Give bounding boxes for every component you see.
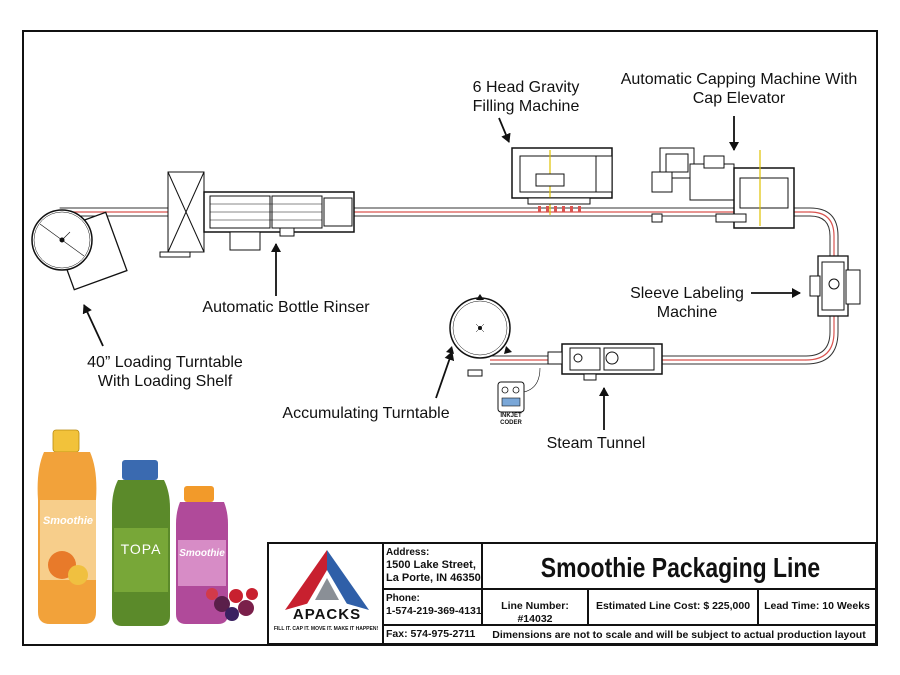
capping-machine-label-line1: Automatic Capping Machine With <box>620 71 858 88</box>
bottle-rinser-drawing <box>159 171 355 258</box>
accumulating-turntable-label-line1: Accumulating Turntable <box>282 405 450 422</box>
filling-machine-label: 6 Head Gravity Filling Machine <box>450 78 602 116</box>
lead-time: Lead Time: 10 Weeks <box>764 600 870 612</box>
address-label: Address: <box>386 547 430 558</box>
callout-arrows <box>82 116 801 430</box>
bottle-green <box>112 460 170 626</box>
sleeve-labeler-drawing <box>809 255 861 317</box>
sleeve-labeling-label-line2: Machine <box>656 304 718 321</box>
title-block: APACKS FILL IT. CAP IT. MOVE IT. MAKE IT… <box>267 542 877 645</box>
company-tagline: FILL IT. CAP IT. MOVE IT. MAKE IT HAPPEN… <box>273 626 379 632</box>
loading-turntable-label: 40” Loading Turntable With Loading Shelf <box>72 353 258 391</box>
drawing-border <box>22 30 878 646</box>
inkjet-coder-label-line1: INKJET <box>500 413 522 419</box>
bottle-rinser-label: Automatic Bottle Rinser <box>186 298 386 317</box>
sleeve-labeling-label: Sleeve Labeling Machine <box>620 284 754 322</box>
loading-turntable-label-line2: With Loading Shelf <box>97 373 233 390</box>
accumulating-turntable-label: Accumulating Turntable <box>268 404 464 423</box>
capping-machine-label-line2: Cap Elevator <box>692 90 786 107</box>
capping-machine-drawing <box>651 147 795 229</box>
company-name: APACKS <box>292 606 362 623</box>
steam-tunnel-drawing <box>547 343 663 381</box>
phone-label: Phone: <box>386 593 420 604</box>
apacks-logo <box>285 550 369 610</box>
sleeve-labeling-label-line1: Sleeve Labeling <box>630 285 744 302</box>
phone-number: 1-574-219-369-4131 <box>386 605 482 617</box>
inkjet-coder-drawing <box>497 367 541 413</box>
fax-number: Fax: 574-975-2711 <box>386 628 476 640</box>
bottle-orange <box>37 429 97 624</box>
capping-machine-label: Automatic Capping Machine With Cap Eleva… <box>604 70 874 108</box>
loading-turntable-drawing <box>31 209 128 291</box>
bottle-2-label: TOPA <box>120 541 162 557</box>
line-number: Line Number: #14032 <box>501 600 569 625</box>
address-line2: La Porte, IN 46350 <box>386 572 481 584</box>
filling-machine-label-line1: 6 Head Gravity <box>472 79 580 96</box>
address-block: Address: 1500 Lake Street, La Porte, IN … <box>386 546 482 585</box>
filling-machine-label-line2: Filling Machine <box>472 98 580 115</box>
product-photo <box>37 429 258 626</box>
phone-block: Phone: 1-574-219-369-4131 <box>386 592 482 618</box>
steam-tunnel-label: Steam Tunnel <box>530 434 662 453</box>
disclaimer: Dimensions are not to scale and will be … <box>492 629 866 641</box>
bottle-rinser-label-line1: Automatic Bottle Rinser <box>202 299 370 316</box>
drawing-title: Smoothie Packaging Line <box>540 552 821 583</box>
inkjet-coder-label: INKJET CODER <box>496 413 526 427</box>
inkjet-coder-label-line2: CODER <box>500 420 522 426</box>
filling-machine-drawing <box>511 147 613 215</box>
address-line1: 1500 Lake Street, <box>386 559 476 571</box>
bottle-3-label: Smoothie <box>179 548 225 559</box>
accumulating-turntable-drawing <box>446 294 512 377</box>
loading-turntable-label-line1: 40” Loading Turntable <box>87 354 243 371</box>
berries <box>206 588 258 621</box>
estimated-cost: Estimated Line Cost: $ 225,000 <box>595 600 751 612</box>
bottle-1-label: Smoothie <box>42 515 94 527</box>
steam-tunnel-label-line1: Steam Tunnel <box>546 435 646 452</box>
